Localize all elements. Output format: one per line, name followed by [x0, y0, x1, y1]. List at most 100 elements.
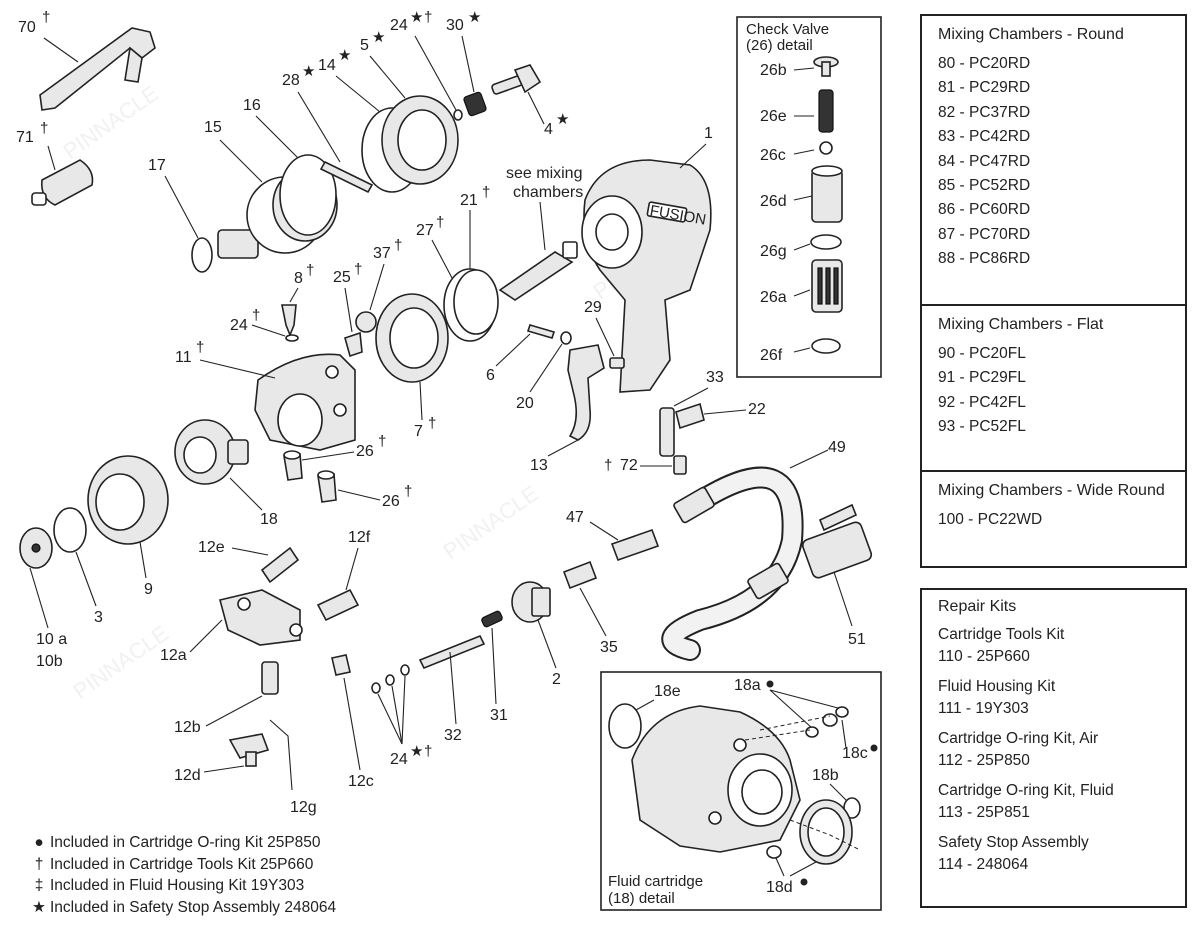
callout-12d: 12d: [174, 767, 201, 784]
list-item: 86 - PC60RD: [938, 201, 1031, 219]
check-valve-title-2: (26) detail: [746, 37, 813, 54]
callout-3: 3: [94, 609, 103, 626]
legend-row: ‡ Included in Fluid Housing Kit 19Y303: [28, 875, 336, 897]
callout-30: 30: [446, 17, 464, 34]
label-26f: 26f: [760, 347, 783, 364]
part-18a-oring: [835, 706, 849, 718]
safety-stop-mark: ★: [410, 743, 423, 760]
list-item: 85 - PC52RD: [938, 177, 1031, 195]
part-25-fitting: [344, 331, 363, 358]
label-26a: 26a: [760, 289, 787, 306]
part-71-cylinder: [31, 159, 94, 206]
label-18e: 18e: [654, 683, 681, 700]
callout-12g: 12g: [290, 799, 317, 816]
safety-stop-mark: ★: [468, 9, 481, 26]
part-26a-cage: [811, 259, 843, 313]
callout-49: 49: [828, 439, 846, 456]
tool-kit-mark: †: [394, 237, 402, 254]
part-70-wrench: [39, 27, 156, 111]
part-3-oring: [53, 507, 87, 553]
see-mixing-line-2: chambers: [513, 184, 583, 201]
part-26-check-valve: [283, 450, 303, 481]
part-11-housing: [254, 353, 356, 451]
legend-row: † Included in Cartridge Tools Kit 25P660: [28, 854, 336, 876]
callout-10b: 10b: [36, 653, 63, 670]
part-29-screw: [609, 357, 625, 369]
label-26d: 26d: [760, 193, 787, 210]
tool-kit-mark: †: [424, 743, 432, 760]
part-12b-fitting: [261, 661, 279, 695]
kit-number: 113 - 25P851: [938, 804, 1030, 821]
callout-8: 8: [294, 270, 303, 287]
safety-stop-mark: ★: [372, 29, 385, 46]
callout-22: 22: [748, 401, 766, 418]
repair-kit-item: Cartridge O-ring Kit, Air 112 - 25P850: [938, 728, 1169, 772]
part-17-oring: [191, 237, 213, 273]
fluid-cartridge-title-2: (18) detail: [608, 890, 675, 907]
callout-71: 71: [16, 129, 34, 146]
callout-6: 6: [486, 367, 495, 384]
kit-name: Cartridge O-ring Kit, Air: [938, 730, 1099, 747]
watermark: PINNACLE: [439, 480, 543, 564]
watermark: PINNACLE: [69, 620, 173, 704]
part-4-knob: [491, 64, 542, 95]
part-8-fitting: [281, 304, 297, 338]
part-22-elbow: [675, 402, 705, 430]
part-18a-oring: [822, 713, 838, 727]
part-26-check-valve: [317, 470, 337, 503]
part-26b-cap: [813, 56, 839, 77]
mixing-chambers-round-panel: Mixing Chambers - Round 80 - PC20RD 81 -…: [920, 14, 1187, 306]
callout-21: 21: [460, 192, 478, 209]
tool-kit-mark: †: [252, 307, 260, 324]
callout-70: 70: [18, 19, 36, 36]
part-21-nozzle: [498, 241, 578, 301]
tool-kit-mark: †: [404, 483, 412, 500]
mixing-chambers-wide-panel: Mixing Chambers - Wide Round 100 - PC22W…: [920, 470, 1187, 568]
part-31-spring: [481, 610, 503, 628]
mixing-chambers-flat-panel: Mixing Chambers - Flat 90 - PC20FL 91 - …: [920, 304, 1187, 472]
part-18d-oring: [766, 845, 782, 859]
legend-text: Included in Fluid Housing Kit 19Y303: [50, 877, 305, 894]
legend-row: ★ Included in Safety Stop Assembly 24806…: [28, 897, 336, 919]
fluid-cartridge-title-1: Fluid cartridge: [608, 873, 703, 890]
part-5-collar: [381, 95, 459, 185]
part-51-ball-valve: [801, 503, 873, 579]
callout-25: 25: [333, 269, 351, 286]
label-18b: 18b: [812, 767, 839, 784]
callout-28: 28: [282, 72, 300, 89]
list-item: 84 - PC47RD: [938, 152, 1031, 170]
callout-32: 32: [444, 727, 462, 744]
see-mixing-line-1: see mixing: [506, 165, 582, 182]
repair-kit-item: Safety Stop Assembly 114 - 248064: [938, 832, 1169, 876]
part-18d-seal: [799, 799, 853, 865]
tool-kit-mark: †: [40, 120, 48, 137]
list-item: 81 - PC29RD: [938, 79, 1031, 97]
repair-kit-item: Fluid Housing Kit 111 - 19Y303: [938, 676, 1169, 720]
list-item: 100 - PC22WD: [938, 511, 1043, 528]
legend-symbol: ●: [34, 834, 44, 851]
part-18e-oring: [608, 703, 642, 749]
repair-kits-panel: Repair Kits Cartridge Tools Kit 110 - 25…: [920, 588, 1187, 908]
legend-text: Included in Safety Stop Assembly 248064: [50, 898, 337, 916]
part-7-retainer: [375, 293, 449, 383]
list-item: 82 - PC37RD: [938, 103, 1031, 121]
kit-number: 111 - 19Y303: [938, 700, 1029, 717]
callout-51: 51: [848, 631, 866, 648]
mixing-wide-list: 100 - PC22WD: [938, 508, 1169, 532]
symbol-legend: ● Included in Cartridge O-ring Kit 25P85…: [28, 832, 336, 918]
part-18-cartridge-detail: [631, 705, 801, 853]
list-item: 91 - PC29FL: [938, 369, 1026, 387]
tool-kit-mark: †: [42, 9, 50, 26]
callout-5: 5: [360, 37, 369, 54]
label-26c: 26c: [760, 147, 786, 164]
part-12f-fitting: [316, 588, 360, 622]
callout-24: 24: [390, 17, 408, 34]
part-12c-nut: [331, 654, 351, 676]
safety-stop-mark: ★: [302, 63, 315, 80]
callout-26: 26: [382, 493, 400, 510]
tool-kit-mark: †: [196, 339, 204, 356]
part-6-screw: [526, 324, 556, 339]
label-26g: 26g: [760, 243, 787, 260]
list-item: 90 - PC20FL: [938, 345, 1026, 362]
callout-20: 20: [516, 395, 534, 412]
